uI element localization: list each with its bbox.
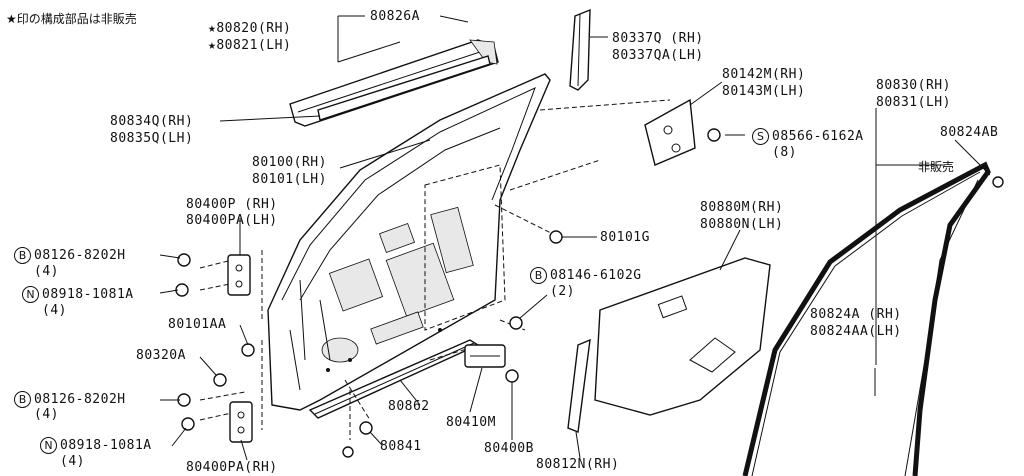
part-label-80841: 80841: [380, 439, 422, 454]
part-label-80320a: 80320A: [136, 348, 186, 363]
leader-lines: [159, 15, 991, 461]
nut-symbol-badge-upper: N: [22, 286, 39, 303]
bolt-symbol-badge-hinge: B: [530, 267, 547, 284]
front-door-panel: [267, 73, 551, 411]
part-label-80824aa: 80824AA(LH): [810, 324, 902, 339]
part-label-80400p: 80400P (RH): [186, 197, 278, 212]
leader-dashes: [199, 99, 671, 440]
part-label-80100: 80100(RH): [252, 155, 327, 170]
bolts: [175, 128, 1004, 458]
part-label-80400b: 80400B: [484, 441, 534, 456]
part-label-08126-upper: 08126-8202H: [34, 248, 126, 263]
pillar-garnish: [569, 8, 591, 91]
part-label-80820: ★80820(RH): [208, 21, 292, 36]
part-label-80143m: 80143M(LH): [722, 84, 806, 99]
door-hinge-lower: [229, 401, 253, 443]
part-label-80834q: 80834Q(RH): [110, 114, 194, 129]
part-label-80410m: 80410M: [446, 415, 496, 430]
nut-symbol-badge-lower: N: [40, 437, 57, 454]
part-label-80142m: 80142M(RH): [722, 67, 806, 82]
door-hinge-upper: [227, 254, 251, 296]
part-label-80880n: 80880N(LH): [700, 217, 784, 232]
part-label-80400pa: 80400PA(LH): [186, 213, 278, 228]
part-label-80812n: 80812N(RH): [536, 457, 620, 472]
part-label-80831: 80831(LH): [876, 95, 951, 110]
bolt-symbol-badge-lower: B: [14, 391, 31, 408]
part-label-80830: 80830(RH): [876, 78, 951, 93]
part-label-80824a: 80824A (RH): [810, 307, 902, 322]
outer-weatherstrip: [317, 55, 491, 121]
part-label-80337q: 80337Q (RH): [612, 31, 704, 46]
part-label-80821: ★80821(LH): [208, 38, 292, 53]
part-label-80880m: 80880M(RH): [700, 200, 784, 215]
qty-08146: (2): [550, 284, 575, 299]
part-label-80101g: 80101G: [600, 230, 650, 245]
part-label-80400pa-lower: 80400PA(RH): [186, 460, 278, 475]
assembly-note: ★印の構成部品は非販売: [6, 12, 137, 26]
part-label-08918-upper: 08918-1081A: [42, 287, 134, 302]
sash-tape: [567, 338, 591, 433]
part-label-80824ab: 80824AB: [940, 125, 999, 140]
bolt-symbol-badge-upper: B: [14, 247, 31, 264]
screw-symbol-badge: S: [752, 128, 769, 145]
qty-08918-upper: (4): [42, 303, 67, 318]
part-label-08566: 08566-6162A: [772, 129, 864, 144]
qty-08126-lower: (4): [34, 407, 59, 422]
qty-08126-upper: (4): [34, 264, 59, 279]
body-side-weatherstrip: [742, 161, 991, 476]
qty-08566: (8): [772, 145, 797, 160]
mirror-bracket: [644, 98, 696, 166]
part-label-80101aa: 80101AA: [168, 317, 227, 332]
door-check-link: [464, 344, 506, 368]
part-label-80835q: 80835Q(LH): [110, 131, 194, 146]
qty-08918-lower: (4): [60, 454, 85, 469]
part-label-08918-lower: 08918-1081A: [60, 438, 152, 453]
part-label-08146: 08146-6102G: [550, 268, 642, 283]
sealing-screen: [594, 257, 771, 416]
part-label-80862: 80862: [388, 399, 430, 414]
part-label-80826a: 80826A: [370, 9, 420, 24]
not-for-sale-note: 非販売: [918, 160, 955, 174]
part-label-80337qa: 80337QA(LH): [612, 48, 704, 63]
part-label-08126-lower: 08126-8202H: [34, 392, 126, 407]
part-label-80101: 80101(LH): [252, 172, 327, 187]
